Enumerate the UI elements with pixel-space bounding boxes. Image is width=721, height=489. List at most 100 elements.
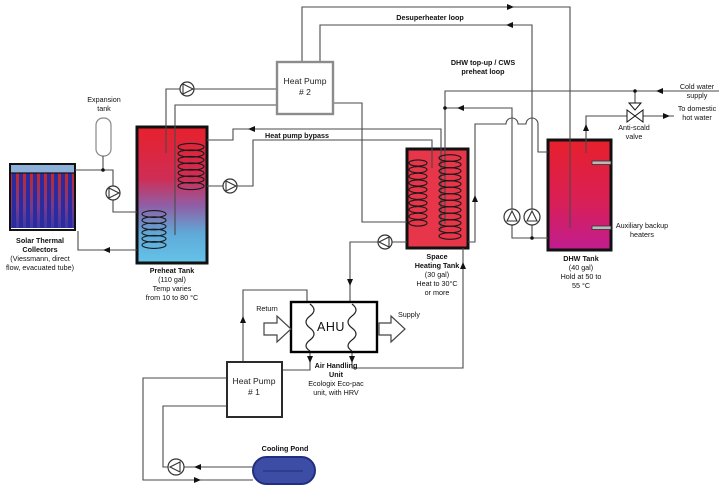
pipe-ahu-to-hp1	[282, 352, 311, 371]
pipe-solar-return	[77, 231, 137, 251]
coil-loop	[408, 219, 428, 227]
coil-loop	[438, 232, 462, 240]
to-domestic-hot-water-label: To domestic hot water	[677, 104, 717, 122]
collector-tube	[47, 173, 51, 228]
flow-arrow-icon	[194, 464, 201, 470]
preheat-tank-label: Preheat Tank (110 gal) Temp varies from …	[145, 266, 199, 302]
collector-tube	[61, 173, 65, 228]
pump-icon	[222, 178, 238, 194]
flow-arrows	[103, 4, 670, 483]
return-air-label: Return	[256, 304, 278, 313]
collector-tubes	[12, 173, 72, 228]
coil-loop	[177, 175, 205, 184]
dhw-tank-body	[546, 138, 613, 252]
collector-tube	[68, 173, 72, 228]
cold-water-supply-label: Cold water supply	[679, 82, 715, 100]
pipe-dhw-topup	[445, 107, 548, 239]
coil-loop	[177, 181, 205, 191]
flow-arrow-icon	[457, 105, 464, 111]
ahu-left-coil	[305, 303, 315, 352]
flow-arrow-icon	[103, 247, 110, 253]
coil-loop	[141, 210, 167, 218]
heat-pump-bypass-label: Heat pump bypass	[265, 131, 329, 140]
coil-loop	[141, 241, 167, 249]
anti-scald-valve-icon	[626, 102, 644, 123]
desuperheater-loop-label: Desuperheater loop	[396, 13, 464, 22]
pipe-hp2-to-preheat	[174, 104, 277, 235]
expansion-tank-vessel	[95, 117, 112, 157]
supply-air-arrow	[378, 314, 406, 344]
preheat-top-coil	[177, 142, 205, 191]
pipe-hp2-to-sht	[333, 102, 407, 223]
collector-tube	[12, 173, 16, 228]
coil-loop	[141, 234, 167, 243]
pipe-sht-to-dhw	[468, 117, 548, 243]
cooling-pond-shape	[252, 456, 316, 485]
pipe-dhw-hot-out	[585, 115, 627, 153]
space-heating-tank-label: Space Heating Tank (30 gal) Heat to 30°C…	[414, 252, 460, 297]
return-air-arrow	[263, 314, 292, 344]
heat-pump-2-box	[275, 60, 335, 116]
pumps	[105, 81, 541, 476]
junction-dots	[101, 89, 637, 240]
pump-icon	[377, 234, 393, 250]
solar-collector-panel	[9, 163, 76, 231]
supply-air-label: Supply	[398, 310, 420, 319]
ahu-label: Air Handling Unit Ecologix Eco-pac unit,…	[308, 361, 364, 397]
pipe-sht-to-ahu	[349, 241, 407, 302]
anti-scald-valve-label: Anti-scald valve	[618, 123, 650, 141]
heat-pump-1-label: Heat Pump # 1	[232, 376, 276, 397]
flow-arrow-icon	[507, 4, 514, 10]
collector-tube	[33, 173, 37, 228]
coil-loop	[141, 228, 167, 237]
dhw-topup-loop-label: DHW top-up / CWS preheat loop	[450, 58, 516, 76]
flow-arrow-icon	[656, 88, 663, 94]
coil-loop	[177, 149, 205, 158]
cooling-pond-label: Cooling Pond	[261, 444, 309, 453]
coil-loop	[177, 168, 205, 178]
collector-tube	[40, 173, 44, 228]
coil-loop	[177, 142, 205, 152]
pipe-hp1-to-ahu	[242, 289, 308, 362]
pipe-preheat-to-hp2	[165, 88, 277, 153]
pipe-desuperheater-supply	[301, 6, 571, 228]
ahu-right-coil	[347, 303, 357, 352]
ahu-box	[289, 300, 379, 354]
flow-arrow-icon	[460, 262, 466, 269]
collector-tube	[26, 173, 30, 228]
pump-icon	[503, 208, 521, 226]
coil-loop	[141, 222, 167, 231]
pump-icon	[179, 81, 195, 97]
coil-loop	[177, 155, 205, 165]
preheat-bottom-coil	[141, 210, 167, 249]
coil-loop	[141, 216, 167, 225]
flow-arrow-icon	[583, 124, 589, 131]
flow-arrow-icon	[663, 113, 670, 119]
aux-heater-elements	[591, 160, 612, 230]
flow-arrow-icon	[248, 126, 255, 132]
aux-heaters-label: Auxiliary backup heaters	[615, 221, 669, 239]
collector-tube	[54, 173, 58, 228]
heat-pump-1-box	[226, 361, 283, 418]
flow-arrow-icon	[349, 356, 355, 363]
pump-icon	[167, 458, 185, 476]
pipe-pond-to-hp1	[162, 405, 253, 468]
heat-pump-2-label: Heat Pump # 2	[283, 76, 327, 97]
sht-right-coil	[438, 154, 462, 240]
flow-arrow-icon	[472, 195, 478, 202]
flow-arrow-icon	[307, 356, 313, 363]
sht-left-coil	[408, 159, 428, 227]
dhw-tank-label: DHW Tank (40 gal) Hold at 50 to 55 °C	[560, 254, 602, 290]
pump-icon	[523, 208, 541, 226]
flow-arrow-icon	[240, 316, 246, 323]
collector-tube	[19, 173, 23, 228]
pipe-cold-water-supply	[444, 90, 719, 224]
flow-arrow-icon	[347, 279, 353, 286]
expansion-tank-label: Expansion tank	[87, 95, 121, 113]
pipe-desuperheater-return	[319, 24, 533, 238]
coils	[141, 142, 462, 249]
pipe-preheat-coil-to-sht	[207, 139, 433, 187]
pump-icon	[105, 185, 121, 201]
coil-loop	[177, 162, 205, 171]
